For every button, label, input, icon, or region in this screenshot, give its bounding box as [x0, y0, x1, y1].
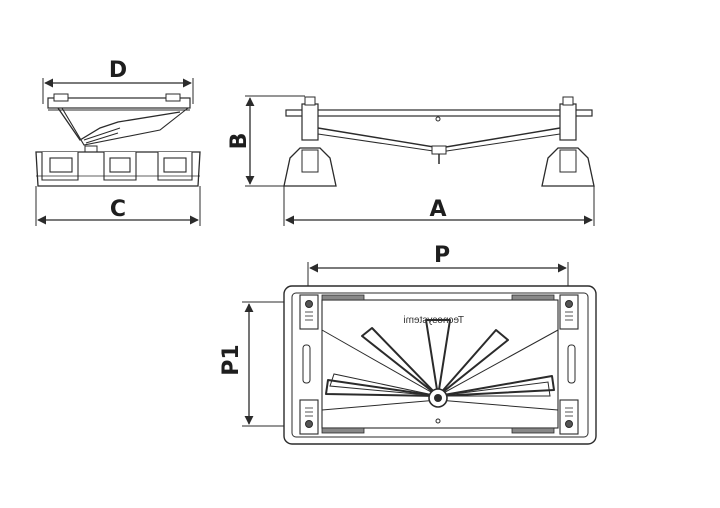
plan-rail-top-right: [511, 294, 555, 301]
dimension-p1: P1: [219, 301, 306, 427]
front-truss: [317, 127, 561, 149]
plan-view: P P1: [219, 243, 597, 445]
side-top-plate: [47, 97, 191, 109]
dimension-c: C: [35, 186, 201, 226]
plan-outer-frame: [283, 285, 597, 445]
label-c: C: [110, 197, 126, 222]
plan-slot-left: [302, 344, 311, 384]
plan-plate: [321, 299, 559, 429]
label-d: D: [109, 58, 127, 83]
plan-post-bottom-left: [299, 399, 319, 435]
side-top-clamp-right: [165, 93, 181, 102]
label-b: B: [227, 133, 252, 150]
front-post-right: [559, 103, 577, 141]
plan-fan-loops: [325, 319, 555, 397]
dimension-p: P: [307, 243, 569, 298]
dimension-a: A: [283, 186, 595, 226]
dimension-b: B: [227, 95, 305, 187]
side-view: D C: [35, 58, 201, 226]
front-top-bar: [285, 109, 593, 117]
label-p: P: [434, 243, 450, 268]
plan-rail-bottom-right: [511, 427, 555, 434]
label-a: A: [429, 197, 446, 222]
front-post-left: [301, 103, 319, 141]
side-support-arm: [57, 107, 181, 141]
plan-rail-bottom-left: [321, 427, 365, 434]
plan-rail-top-left: [321, 294, 365, 301]
plan-slot-right: [567, 344, 576, 384]
front-view: B A: [227, 95, 595, 226]
front-center-hub: [431, 145, 447, 155]
dimension-d: D: [42, 58, 194, 104]
brand-watermark: Tecnosystemi: [403, 315, 464, 326]
label-p1: P1: [219, 344, 244, 375]
plan-post-bottom-right: [559, 399, 579, 435]
front-screw-left: [304, 96, 316, 106]
side-top-clamp-left: [53, 93, 69, 102]
front-screw-right: [562, 96, 574, 106]
